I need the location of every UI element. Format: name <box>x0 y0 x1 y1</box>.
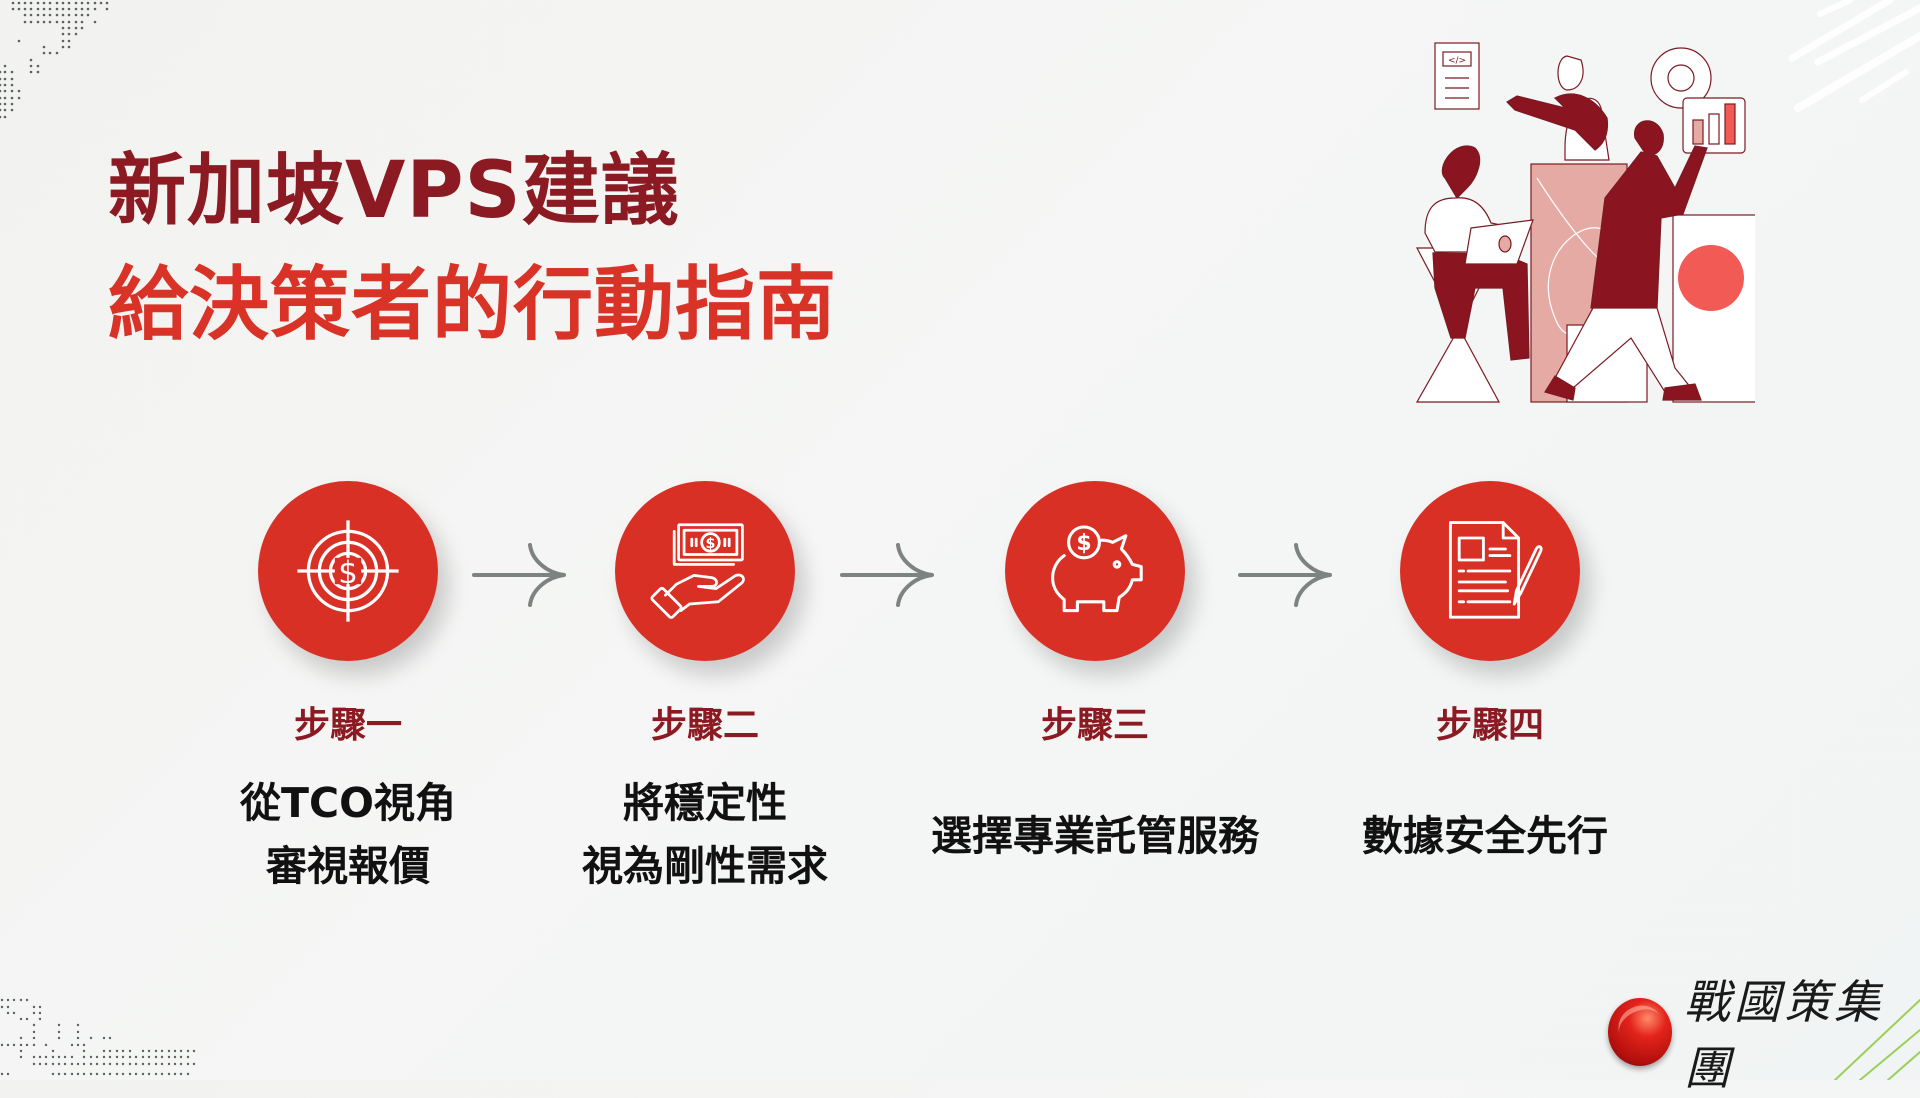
step-4-label: 步驟四 <box>1435 705 1544 746</box>
step-3-description-line-1: 選擇專業託管服務 <box>931 812 1259 860</box>
decorative-green-lines-bottom-right <box>1834 999 1920 1080</box>
step-1-label: 步驟一 <box>293 705 402 746</box>
step-1-circle: $ <box>258 481 438 661</box>
step-1-description: 從TCO視角 審視報價 <box>138 772 558 898</box>
decorative-dots-bottom-left <box>0 998 196 1076</box>
step-2-circle: $ <box>615 481 795 661</box>
title-line-1: 新加坡VPS建議 <box>108 146 680 236</box>
step-2-label: 步驟二 <box>650 705 759 746</box>
arrow-right-icon <box>840 543 934 607</box>
step-2-description-line-1: 將穩定性 <box>623 779 787 827</box>
document-pencil-icon <box>1448 521 1543 619</box>
logo-text: 戰國策集團 <box>1684 975 1885 1095</box>
step-3-description: 選擇專業託管服務 <box>885 805 1305 868</box>
svg-text:$: $ <box>1076 531 1091 556</box>
company-logo: 戰國策集團 <box>1608 975 1920 1095</box>
logo-sphere-icon <box>1608 998 1673 1066</box>
step-3-circle: $ <box>1005 481 1185 661</box>
hand-money-icon: $ <box>650 523 745 619</box>
decorative-dots-top-left <box>0 1 109 119</box>
step-1-description-line-2: 審視報價 <box>266 842 430 890</box>
arrow-right-icon <box>472 543 566 607</box>
step-4-description: 數據安全先行 <box>1275 805 1695 868</box>
step-2-description-line-2: 視為剛性需求 <box>582 842 828 890</box>
code-tag-icon: </> <box>1448 56 1466 66</box>
svg-text:$: $ <box>706 536 716 552</box>
target-dollar-icon: $ <box>297 520 399 622</box>
step-4-description-line-1: 數據安全先行 <box>1362 812 1608 860</box>
decorative-brush-strokes-top-right <box>1788 0 1920 112</box>
step-2-description: 將穩定性 視為剛性需求 <box>495 772 915 898</box>
team-collaboration-illustration: </> <box>1415 42 1755 403</box>
step-4-circle <box>1400 481 1580 661</box>
piggy-bank-icon: $ <box>1051 525 1143 613</box>
svg-text:$: $ <box>338 555 358 591</box>
arrow-right-icon <box>1238 543 1332 607</box>
step-1-description-line-1: 從TCO視角 <box>240 779 456 827</box>
step-3-label: 步驟三 <box>1040 705 1149 746</box>
title-line-2: 給決策者的行動指南 <box>108 258 837 351</box>
